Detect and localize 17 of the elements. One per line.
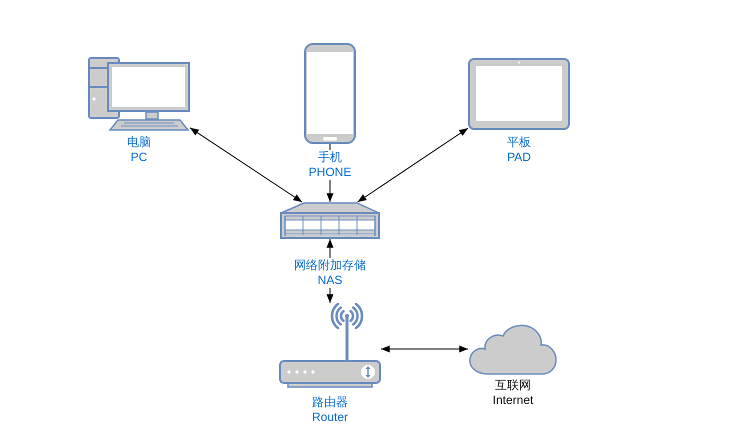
desktop-computer-icon bbox=[88, 57, 190, 131]
network-storage-icon bbox=[280, 202, 380, 239]
node-label: 网络附加存储 bbox=[294, 258, 366, 273]
double-headed-arrow bbox=[380, 346, 468, 352]
node-label: 平板 bbox=[507, 135, 531, 150]
tablet-icon bbox=[468, 58, 570, 130]
cloud-icon bbox=[468, 322, 558, 376]
wireless-router-icon bbox=[279, 303, 381, 388]
double-headed-arrow bbox=[357, 128, 468, 202]
node-label: 电脑 bbox=[127, 135, 151, 150]
node-label: PHONE bbox=[308, 165, 352, 180]
smartphone-icon bbox=[304, 43, 356, 144]
node-label: 路由器 bbox=[312, 395, 348, 410]
node-label: 互联网 bbox=[495, 378, 531, 393]
double-headed-arrow bbox=[190, 127, 303, 202]
node-label: NAS bbox=[318, 273, 342, 288]
node-label: 手机 bbox=[318, 150, 342, 165]
